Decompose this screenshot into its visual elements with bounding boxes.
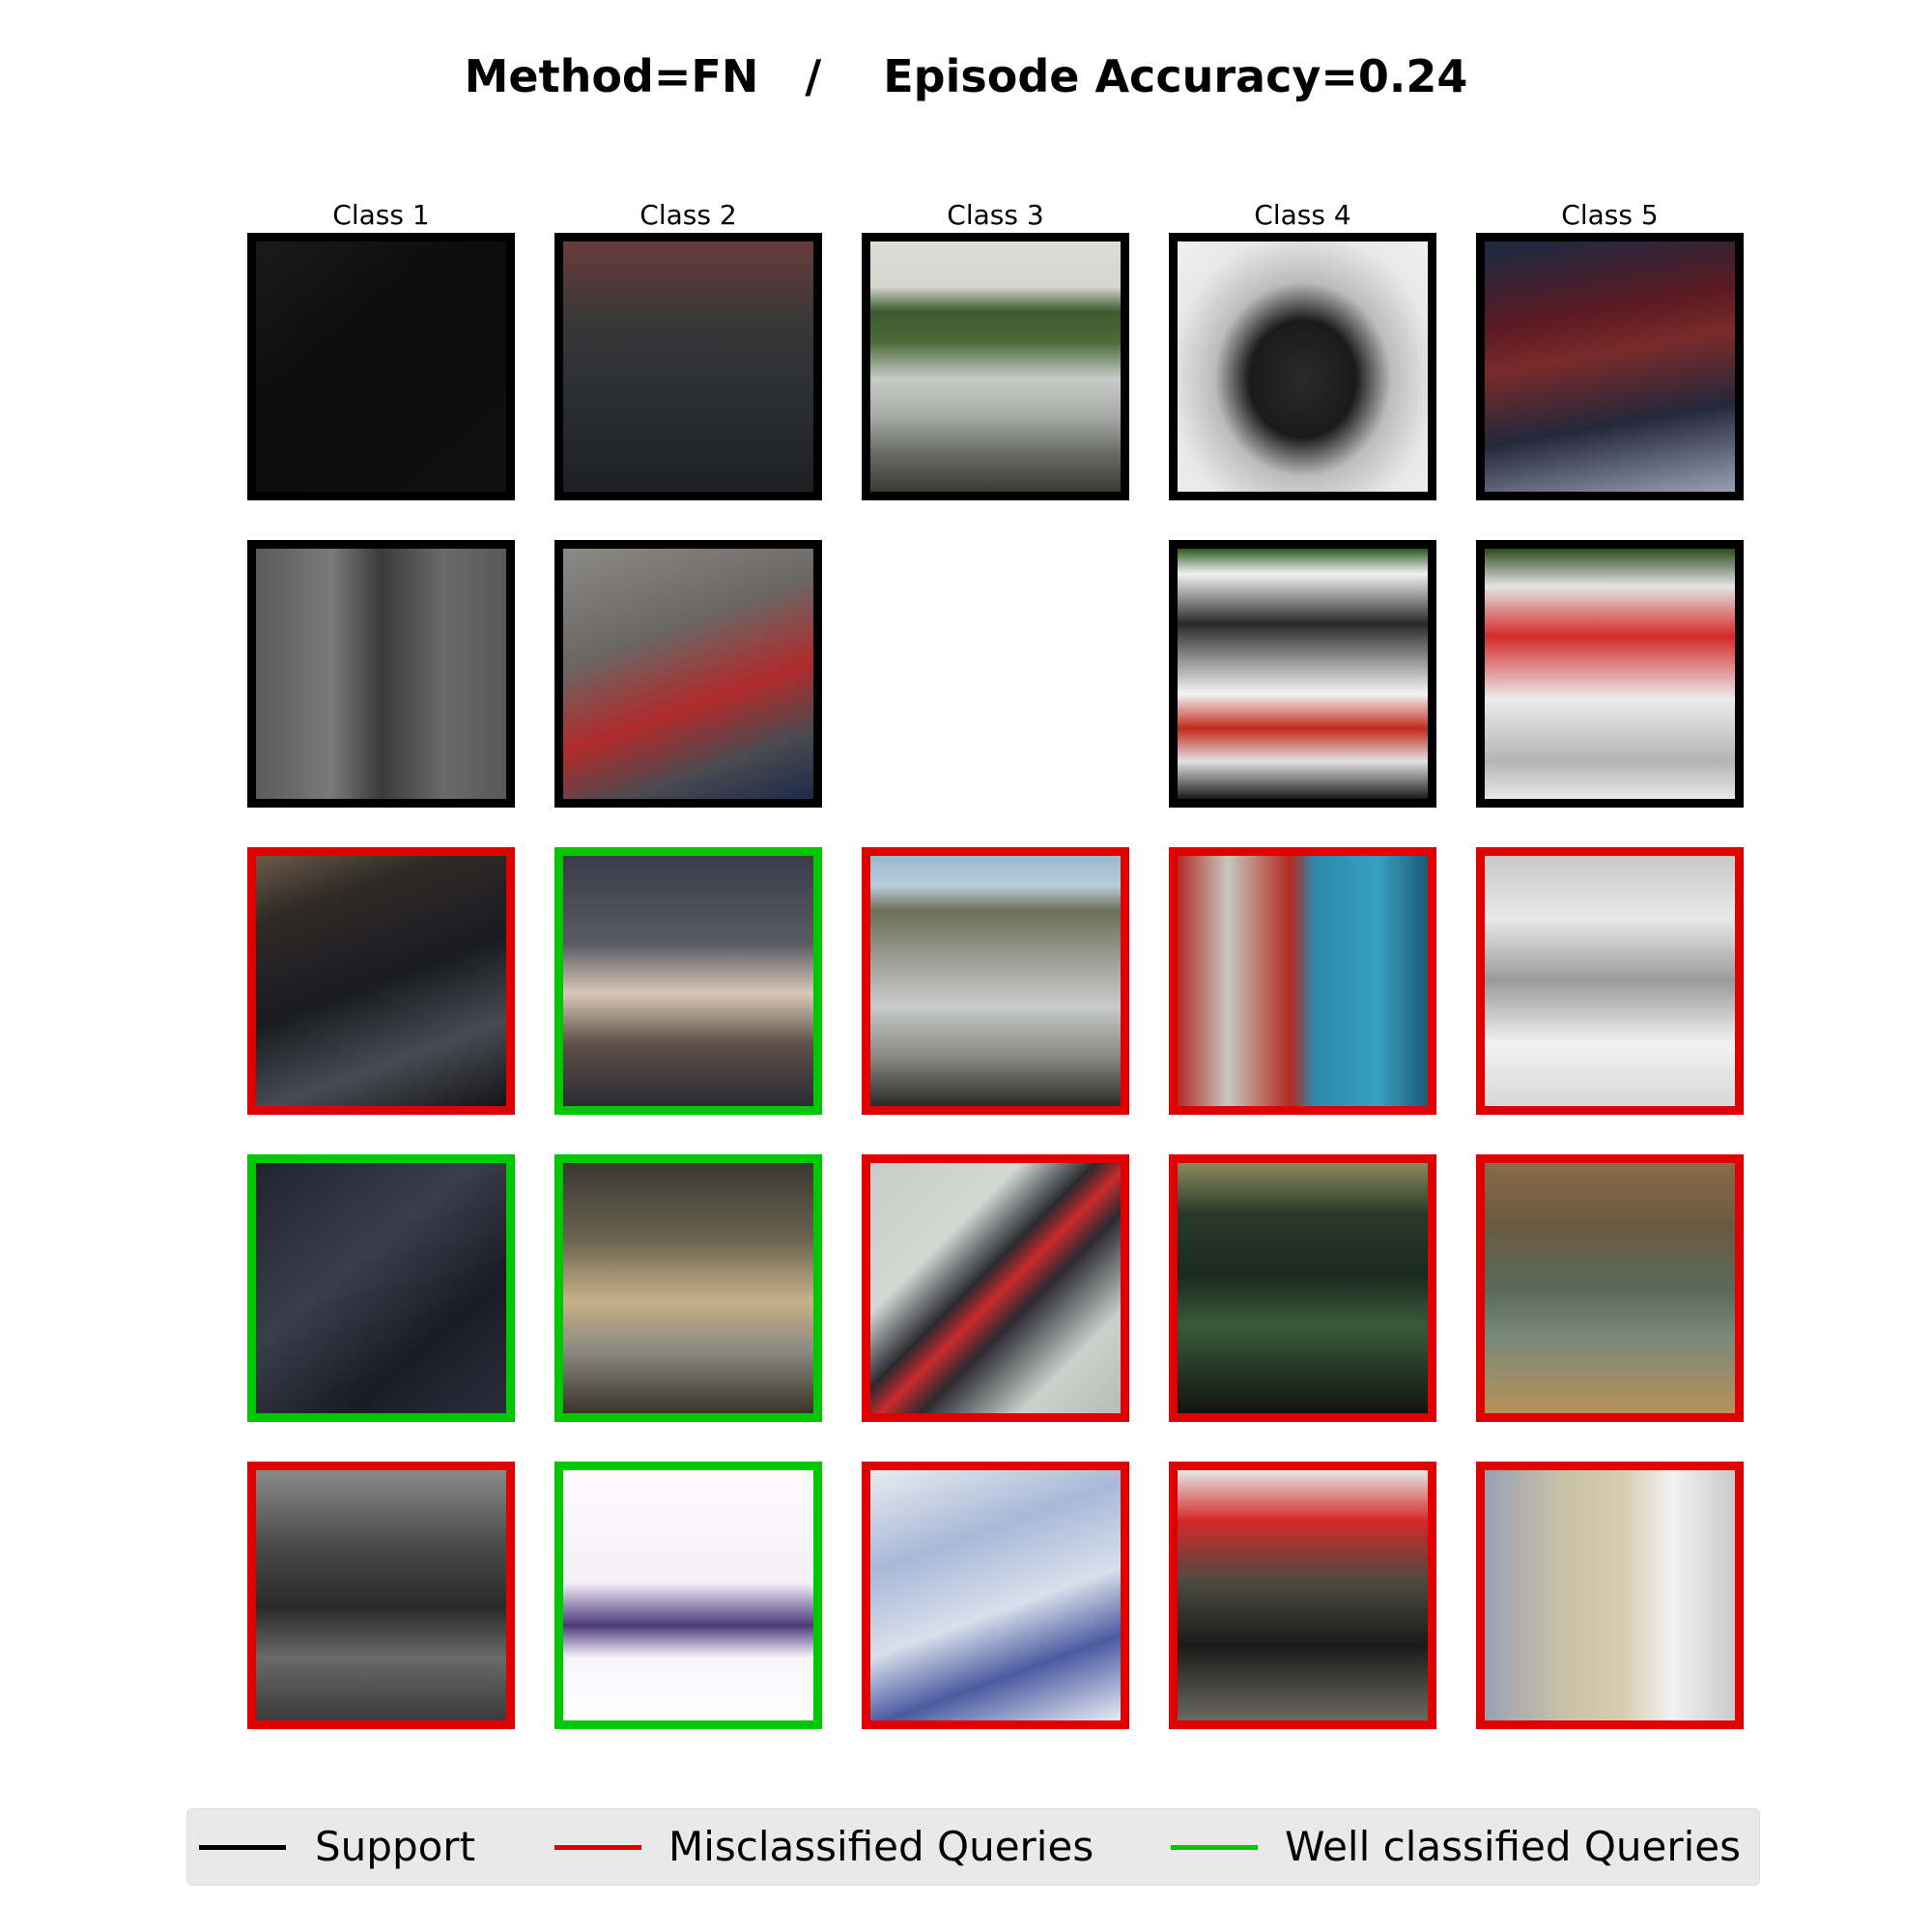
support-image-class-2-row-2 [554,540,822,808]
fire-truck-photo [1485,549,1735,799]
query-image-class-2-row-5 [554,1462,822,1729]
blurred-motorcycle-photo [563,856,813,1106]
white-truck-photo [1485,856,1735,1106]
grayscale-bicycle-detail-photo [256,1470,506,1720]
cars-photo [1485,242,1735,492]
query-image-class-5-row-4 [1476,1154,1744,1422]
figure-title: Method=FN / Episode Accuracy=0.24 [464,50,1468,102]
support-image-class-2-row-1 [554,233,822,500]
query-image-class-1-row-4 [247,1154,515,1422]
airplane-photo [870,242,1121,492]
column-label-class-4: Class 4 [1254,199,1351,231]
query-image-class-3-row-4 [862,1154,1129,1422]
support-image-class-4-row-1 [1169,233,1436,500]
query-image-class-2-row-3 [554,847,822,1115]
pickup-truck-photo [1485,1163,1735,1413]
support-image-class-1-row-2 [247,540,515,808]
query-image-class-3-row-5 [862,1462,1129,1729]
query-image-class-5-row-3 [1476,847,1744,1115]
motorcyclist-photo [563,549,813,799]
misclassified-legend-swatch [554,1845,641,1850]
support-image-class-1-row-1 [247,233,515,500]
bicycle-photo [256,242,506,492]
grayscale-bicycle-photo [256,549,506,799]
query-image-class-1-row-5 [247,1462,515,1729]
support-image-class-3-row-1 [862,233,1129,500]
jet-airplane-photo [870,856,1121,1106]
blurred-motorcycle-photo [563,242,813,492]
column-label-class-3: Class 3 [947,199,1044,231]
query-image-class-4-row-3 [1169,847,1436,1115]
grayscale-bus-photo [1178,242,1428,492]
legend: Support Misclassified Queries Well class… [186,1808,1760,1886]
query-image-class-5-row-5 [1476,1462,1744,1729]
support-legend-label: Support [315,1823,476,1870]
bicycle-wheel-photo [256,856,506,1106]
query-image-class-4-row-4 [1169,1154,1436,1422]
query-image-class-4-row-5 [1169,1462,1436,1729]
column-label-class-2: Class 2 [639,199,737,231]
column-label-class-5: Class 5 [1561,199,1659,231]
column-label-class-1: Class 1 [332,199,430,231]
rv-trailer-photo [1485,1470,1735,1720]
support-image-class-4-row-2 [1169,540,1436,808]
support-image-class-5-row-2 [1476,540,1744,808]
double-decker-bus-photo [1178,1163,1428,1413]
motorcycle-crash-photo [1178,1470,1428,1720]
dark-bicycle-photo [256,1163,506,1413]
query-image-class-3-row-3 [862,847,1129,1115]
query-image-class-2-row-4 [554,1154,822,1422]
misclassified-legend-label: Misclassified Queries [668,1823,1094,1870]
buses-photo [1178,856,1428,1106]
small-plane-photo [870,1470,1121,1720]
query-image-class-1-row-3 [247,847,515,1115]
support-legend-swatch [199,1845,286,1850]
overexposed-motorcycle-photo [563,1470,813,1720]
well-classified-legend-swatch [1171,1845,1258,1850]
biplane-photo [870,1163,1121,1413]
well-classified-legend-label: Well classified Queries [1285,1823,1742,1870]
support-image-class-5-row-1 [1476,233,1744,500]
parked-cars-photo [563,1163,813,1413]
city-bus-photo [1178,549,1428,799]
